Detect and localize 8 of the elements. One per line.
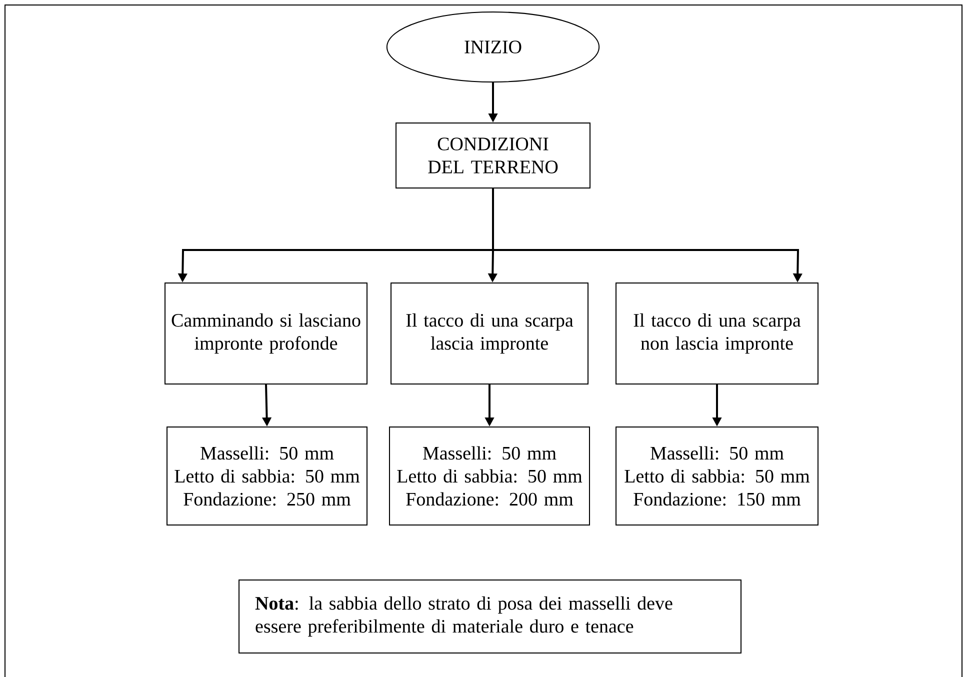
- process-box: CONDIZIONI DEL TERRENO: [396, 122, 590, 188]
- result-box: Masselli: 50 mm Letto di sabbia: 50 mm Fondazione: 200 mm: [389, 426, 590, 526]
- result-box: Masselli: 50 mm Letto di sabbia: 50 mm Fondazione: 250 mm: [166, 426, 368, 526]
- condition-box: Camminando si lasciano impronte profonde: [164, 282, 368, 384]
- result-box: Masselli: 50 mm Letto di sabbia: 50 mm Fondazione: 150 mm: [616, 426, 818, 526]
- note-box: Nota: la sabbia dello strato di posa dei masselli deve essere preferibilmente di materiale duro e tenace: [238, 580, 742, 654]
- condition-box: Il tacco di una scarpa non lascia impronte: [616, 282, 818, 384]
- condition-box: Il tacco di una scarpa lascia impronte: [390, 282, 588, 384]
